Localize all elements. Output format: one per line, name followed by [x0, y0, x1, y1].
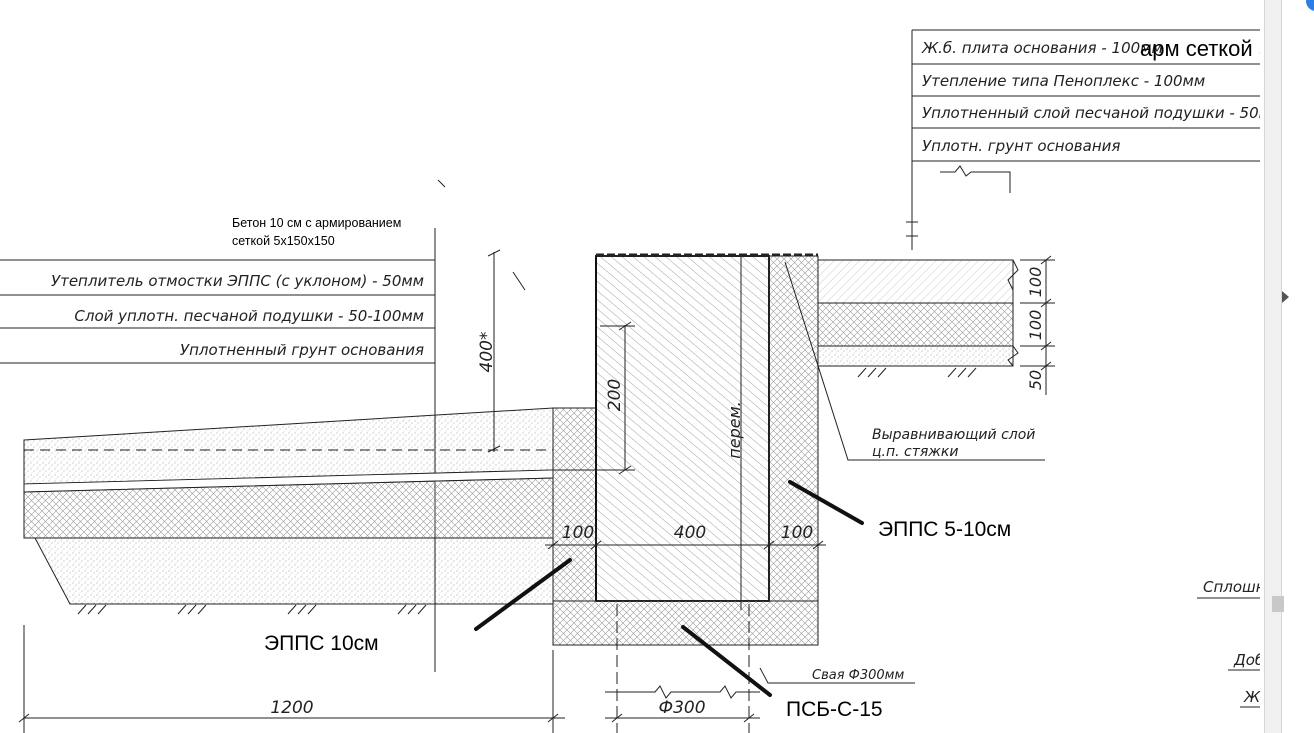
pile-leader [759, 667, 915, 684]
partial-right-text [1197, 597, 1260, 708]
epps-right-note: ЭППС 5-10см [878, 518, 1011, 541]
right-callout-row-4: Уплотн. грунт основания [922, 137, 1120, 155]
pile-label: Свая Ф300мм [812, 668, 904, 683]
dim-width-400: 400 [674, 523, 706, 543]
pile-centerlines [616, 604, 750, 733]
leveling-layer-label-1: Выравнивающий слой [872, 427, 1035, 443]
annotation-strokes [474, 480, 864, 697]
vertical-scrollbar[interactable] [1264, 0, 1284, 733]
left-callout-header-line1: Бетон 10 см с армированием [232, 216, 401, 230]
notification-dot-icon[interactable] [1306, 0, 1314, 11]
left-callout-row-3: Уплотненный грунт основания [180, 341, 424, 359]
dim-insulation-100: 100 [1026, 310, 1045, 341]
dim-width-1200: 1200 [270, 698, 313, 718]
dim-width-100-right: 100 [781, 523, 813, 543]
right-callout [906, 29, 1260, 250]
dimension-lines [18, 179, 1055, 733]
dim-height-200: 200 [605, 379, 625, 411]
partial-text-2: Доб [1233, 651, 1260, 669]
partial-text-3: Ж [1243, 688, 1260, 706]
ground-hatch-right [818, 365, 1013, 378]
leveling-layer-leader [784, 261, 1045, 461]
left-callout-row-2: Слой уплотн. песчаной подушки - 50-100мм [74, 307, 424, 325]
right-callout-row-3: Уплотненный слой песчаной подушки - 50мм [922, 104, 1260, 122]
foundation-wall [552, 253, 819, 646]
dim-slab-100: 100 [1026, 267, 1045, 298]
right-callout-row-2: Утепление типа Пеноплекс - 100мм [922, 72, 1205, 90]
dim-pile-diameter: Ф300 [658, 698, 705, 718]
leveling-layer-label-2: ц.п. стяжки [872, 444, 958, 460]
left-callout-header-line2: сеткой 5х150х150 [232, 234, 335, 248]
foundation-section-drawing: Бетон 10 см с армированием сеткой 5х150х… [0, 29, 1260, 733]
right-scroll-panel [1259, 0, 1314, 733]
ground-hatch-left [70, 603, 553, 615]
dim-variable: перем. [725, 401, 744, 458]
dim-width-100-left: 100 [562, 523, 594, 543]
left-callout-row-1: Утеплитель отмостки ЭППС (с уклоном) - 5… [51, 272, 424, 290]
floor-slab-layers [817, 259, 1019, 367]
right-callout-row-1: Ж.б. плита основания - 100мм [921, 39, 1163, 57]
scrollbar-thumb[interactable] [1272, 596, 1284, 612]
expand-arrow-icon[interactable] [1282, 291, 1289, 303]
epps-left-note: ЭППС 10см [264, 632, 379, 655]
psb-note: ПСБ-С-15 [786, 698, 883, 721]
dim-sand-50: 50 [1026, 370, 1045, 390]
reinforcement-note: арм сеткой 5мм [1140, 36, 1260, 61]
blind-area-layers [23, 407, 554, 605]
dim-height-400: 400* [477, 332, 497, 373]
partial-text-1: Сплошн [1203, 578, 1260, 596]
